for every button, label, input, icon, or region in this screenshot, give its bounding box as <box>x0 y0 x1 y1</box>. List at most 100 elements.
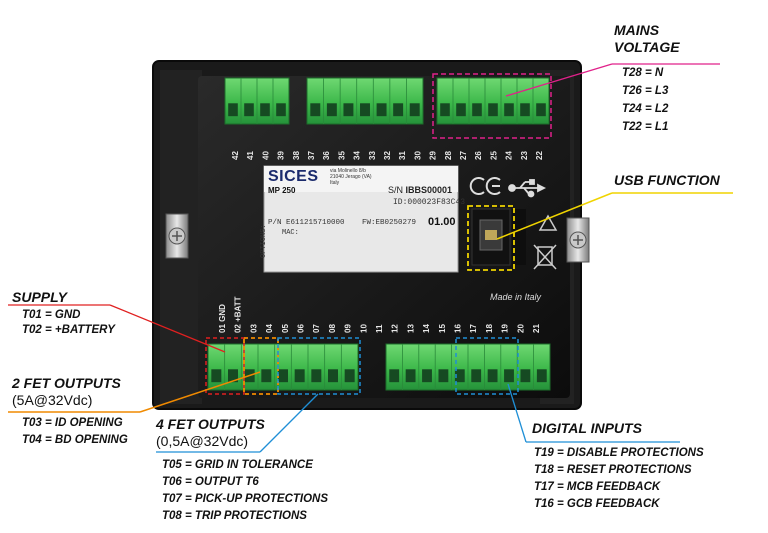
firmware-version: FW:EB0250279 <box>362 219 417 227</box>
terminal-number: 28 <box>444 151 453 160</box>
fet2-item: T03 = ID OPENING <box>22 417 123 429</box>
terminal-number: 21 <box>532 324 541 333</box>
terminal-screw-hole <box>376 103 387 117</box>
mains-item: T22 = L1 <box>622 121 669 133</box>
top-terminal-blocks <box>224 77 550 125</box>
terminal-number: 15 <box>438 324 447 333</box>
mains-voltage-title: MAINS VOLTAGE <box>614 22 680 55</box>
terminal-number: 41 <box>246 151 255 160</box>
bottom-terminal-blocks <box>207 343 551 391</box>
digital-item: T19 = DISABLE PROTECTIONS <box>534 447 704 459</box>
terminal-screw-hole <box>344 369 355 383</box>
terminal-screw-hole <box>471 369 482 383</box>
terminal-screw-hole <box>504 369 514 383</box>
terminal-number: 19 <box>501 324 510 333</box>
terminal-screw-hole <box>472 103 482 117</box>
terminal-screw-hole <box>536 103 546 117</box>
usb-function-title: USB FUNCTION <box>614 172 720 188</box>
terminal-number: 07 <box>312 324 321 333</box>
options-label: OPTIONS: <box>260 224 268 258</box>
terminal-number: 23 <box>520 151 529 160</box>
terminal-block-top-1 <box>224 77 290 125</box>
terminal-screw-hole <box>488 103 498 117</box>
terminal-screw-hole <box>276 103 286 117</box>
terminal-number: 10 <box>359 324 368 333</box>
terminal-number: 35 <box>337 151 346 160</box>
mains-item: T28 = N <box>622 67 664 79</box>
terminal-number: 42 <box>231 151 240 160</box>
version-number: 01.00 <box>428 216 456 228</box>
ce-mark-icon <box>469 177 501 195</box>
terminal-screw-hole <box>328 369 338 383</box>
terminal-screw-hole <box>440 103 450 117</box>
terminal-screw-hole <box>520 369 531 383</box>
mac-address: MAC: <box>282 229 299 237</box>
terminal-screw-hole <box>409 103 420 117</box>
fet2-title: 2 FET OUTPUTS (5A@32Vdc) <box>12 375 121 408</box>
digital-inputs-list: T19 = DISABLE PROTECTIONS T18 = RESET PR… <box>534 446 704 512</box>
recycle-icon <box>538 214 558 231</box>
model-name: MP 250 <box>268 186 296 195</box>
fet4-item: T07 = PICK-UP PROTECTIONS <box>162 493 329 505</box>
terminal-screw-hole <box>536 369 547 383</box>
terminal-number: 17 <box>469 324 478 333</box>
terminal-number: 14 <box>422 324 431 333</box>
digital-item: T16 = GCB FEEDBACK <box>534 498 660 510</box>
supply-item: T02 = +BATTERY <box>22 324 115 336</box>
fet2-highlight-box <box>243 337 279 395</box>
terminal-number: 30 <box>413 151 422 160</box>
terminal-number: 38 <box>292 151 301 160</box>
terminal-screw-hole <box>294 369 305 383</box>
terminal-number: 12 <box>391 324 400 333</box>
fet4-highlight-box <box>277 337 361 395</box>
terminal-screw-hole <box>438 369 449 383</box>
fet4-list: T05 = GRID IN TOLERANCE T06 = OUTPUT T6 … <box>162 458 328 524</box>
terminal-screw-hole <box>228 103 238 117</box>
terminal-number: 02 +BATT <box>234 296 243 333</box>
terminal-number: 32 <box>383 151 392 160</box>
terminal-screw-hole <box>456 103 466 117</box>
mains-item: T26 = L3 <box>622 85 669 97</box>
terminal-number: 34 <box>353 151 362 160</box>
terminal-screw-hole <box>405 369 416 383</box>
terminal-screw-hole <box>487 369 498 383</box>
terminal-number: 09 <box>344 324 353 333</box>
terminal-screw-hole <box>311 369 322 383</box>
terminal-number: 20 <box>516 324 525 333</box>
terminal-screw-hole <box>454 369 465 383</box>
terminal-number: 27 <box>459 151 468 160</box>
terminal-screw-hole <box>504 103 514 117</box>
supply-title: SUPPLY <box>12 289 67 305</box>
mains-leader <box>505 63 613 97</box>
terminal-number: 04 <box>265 324 274 333</box>
terminal-number: 13 <box>406 324 415 333</box>
fet2-list: T03 = ID OPENING T04 = BD OPENING <box>22 416 128 448</box>
terminal-number: 06 <box>297 324 306 333</box>
terminal-screw-hole <box>310 103 321 117</box>
terminal-number: 29 <box>429 151 438 160</box>
supply-list: T01 = GND T02 = +BATTERY <box>22 308 115 338</box>
terminal-number: 36 <box>322 151 331 160</box>
terminal-screw-hole <box>261 369 272 383</box>
digital-item: T17 = MCB FEEDBACK <box>534 481 661 493</box>
terminal-screw-hole <box>278 369 288 383</box>
digital-inputs-title: DIGITAL INPUTS <box>532 420 642 436</box>
terminal-number: 26 <box>474 151 483 160</box>
terminal-screw-hole <box>393 103 404 117</box>
fet4-item: T05 = GRID IN TOLERANCE <box>162 459 313 471</box>
terminal-number: 37 <box>307 151 316 160</box>
usb-leader <box>496 192 613 240</box>
terminal-number: 18 <box>485 324 494 333</box>
device-id: ID:000023F83C43 <box>393 198 466 207</box>
terminal-screw-hole <box>244 103 254 117</box>
digital-highlight-box <box>455 337 519 395</box>
terminal-screw-hole <box>211 369 222 383</box>
fet2-item: T04 = BD OPENING <box>22 434 128 446</box>
mains-item: T24 = L2 <box>622 103 669 115</box>
terminal-number: 03 <box>249 324 258 333</box>
right-clip <box>566 217 590 263</box>
terminal-number: 40 <box>261 151 270 160</box>
